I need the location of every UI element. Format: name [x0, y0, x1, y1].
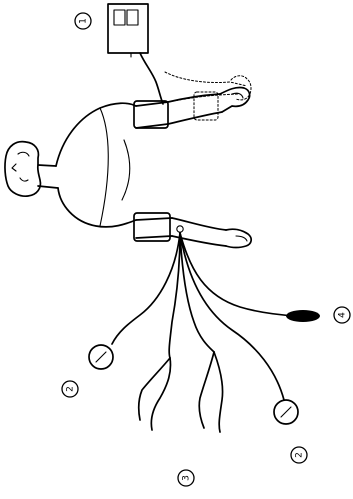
callout-2-left-label: 2: [66, 386, 76, 392]
monitor-cable: [139, 52, 164, 105]
callout-1: 1: [74, 12, 92, 30]
sensor-probe: [286, 310, 320, 322]
lead-to-sensor: [179, 232, 297, 317]
monitor-display-right: [126, 9, 139, 26]
nose: [11, 163, 17, 172]
monitor-display-left: [113, 9, 126, 26]
callout-3: 3: [177, 469, 195, 487]
ghost-cuff: [193, 91, 219, 121]
shoulder-lower: [57, 187, 137, 228]
callout-4-label: 4: [338, 312, 348, 318]
forearm-lower-a: [171, 217, 227, 231]
neck-top: [37, 164, 57, 167]
lead-to-y-leads-b: [168, 232, 181, 359]
callout-2-left-circle: [61, 380, 79, 398]
cable-bundle: [111, 232, 297, 401]
lower-upper-arm-bottom: [135, 235, 173, 239]
neck-bottom: [37, 185, 59, 189]
finger-upper: [231, 92, 244, 99]
callout-1-circle: [74, 12, 92, 30]
y-lead-a-left: [137, 357, 171, 421]
shoulder-upper: [55, 102, 137, 167]
head: [4, 140, 42, 197]
cuff-connector: [176, 225, 184, 233]
monitor-device: [107, 3, 149, 58]
electrode-left-disc: [88, 344, 114, 370]
callout-4-circle: [333, 306, 351, 324]
y-lead-b-right: [213, 351, 224, 433]
monitor-body: [107, 3, 149, 54]
chest-line: [121, 139, 131, 201]
callout-2-right: 2: [290, 446, 308, 464]
electrode-right-mark: [280, 406, 292, 418]
lower-blood-pressure-cuff: [133, 212, 171, 242]
upper-arm-top: [135, 101, 169, 107]
callout-4: 4: [333, 306, 351, 324]
y-lead-b-left: [198, 351, 215, 429]
forearm-upper-b: [167, 111, 223, 125]
ghost-arm-lower: [164, 71, 248, 87]
callout-3-label: 3: [182, 475, 192, 481]
torso-line: [99, 107, 109, 227]
lead-to-y-leads-a: [179, 232, 215, 353]
ghost-hand: [230, 75, 252, 101]
patient-figure: [4, 86, 252, 249]
upper-blood-pressure-cuff: [133, 100, 169, 129]
electrode-left: [88, 344, 114, 370]
electrode-right: [273, 399, 299, 425]
eye: [17, 151, 30, 157]
lead-to-electrode-left: [111, 232, 181, 345]
forearm-upper-a: [167, 93, 221, 103]
callout-2-right-label: 2: [295, 452, 305, 458]
y-leads: [137, 351, 224, 433]
callout-1-label: 1: [79, 18, 89, 24]
lower-upper-arm-top: [135, 217, 173, 221]
callout-3-circle: [177, 469, 195, 487]
electrode-right-disc: [273, 399, 299, 425]
forearm-lower-b: [171, 235, 227, 247]
hand-upper: [219, 86, 251, 113]
hand-lower: [225, 228, 252, 249]
electrode-left-mark: [95, 351, 107, 363]
y-lead-a-right: [150, 357, 172, 431]
lead-to-electrode-right: [179, 232, 285, 401]
callout-2-right-circle: [290, 446, 308, 464]
finger-lower: [235, 235, 248, 242]
mouth: [19, 177, 29, 182]
callout-2-left: 2: [61, 380, 79, 398]
